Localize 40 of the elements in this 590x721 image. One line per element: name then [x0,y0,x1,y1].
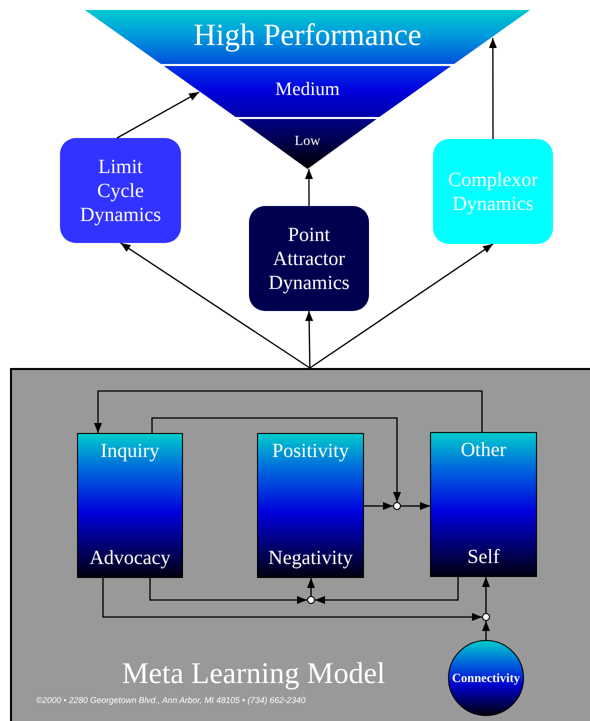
band-label: Low [294,135,320,149]
dimension-box [257,433,364,578]
arrow [482,621,490,640]
dimension-label: Negativity [268,546,353,570]
dynamics-box [433,139,553,244]
arrow [401,502,430,510]
dimension-label: Positivity [272,439,349,463]
arrow [488,38,497,139]
box-label: Limit Cycle Dynamics [78,154,162,226]
dimension-label: Advocacy [89,546,171,570]
model-title: Meta Learning Model [122,657,386,691]
footer-note: ©2000 • 2280 Georgetown Blvd., Ann Arbor, MI 48105 • (734) 662-2340 [36,695,306,706]
arrow [151,417,401,502]
arrow [482,577,490,613]
arrow [116,92,200,139]
model-panel [10,368,590,721]
dimension-label: Other [460,438,506,462]
box-label: Point Attractor Dynamics [267,222,351,294]
dimension-label: Inquiry [100,439,160,463]
band-label: High Performance [193,19,422,50]
dimension-box [430,432,537,577]
dynamics-box [60,138,181,243]
dimension-label: Self [467,545,500,569]
box-label: Complexor Dynamics [447,168,539,216]
arrow [307,578,316,596]
arrow [315,577,459,604]
arrow [304,169,313,206]
arrow [310,243,494,369]
circle-label: Connectivity [452,672,520,684]
arrow [120,242,310,369]
dynamics-box [249,206,369,311]
arrow [94,390,483,433]
arrow [102,578,482,621]
band-label: Medium [275,80,340,99]
arrow [364,502,393,510]
arrow [305,311,314,368]
performance-band [236,117,379,169]
arrow [149,578,307,604]
performance-band [82,8,533,64]
dimension-box [77,433,183,578]
